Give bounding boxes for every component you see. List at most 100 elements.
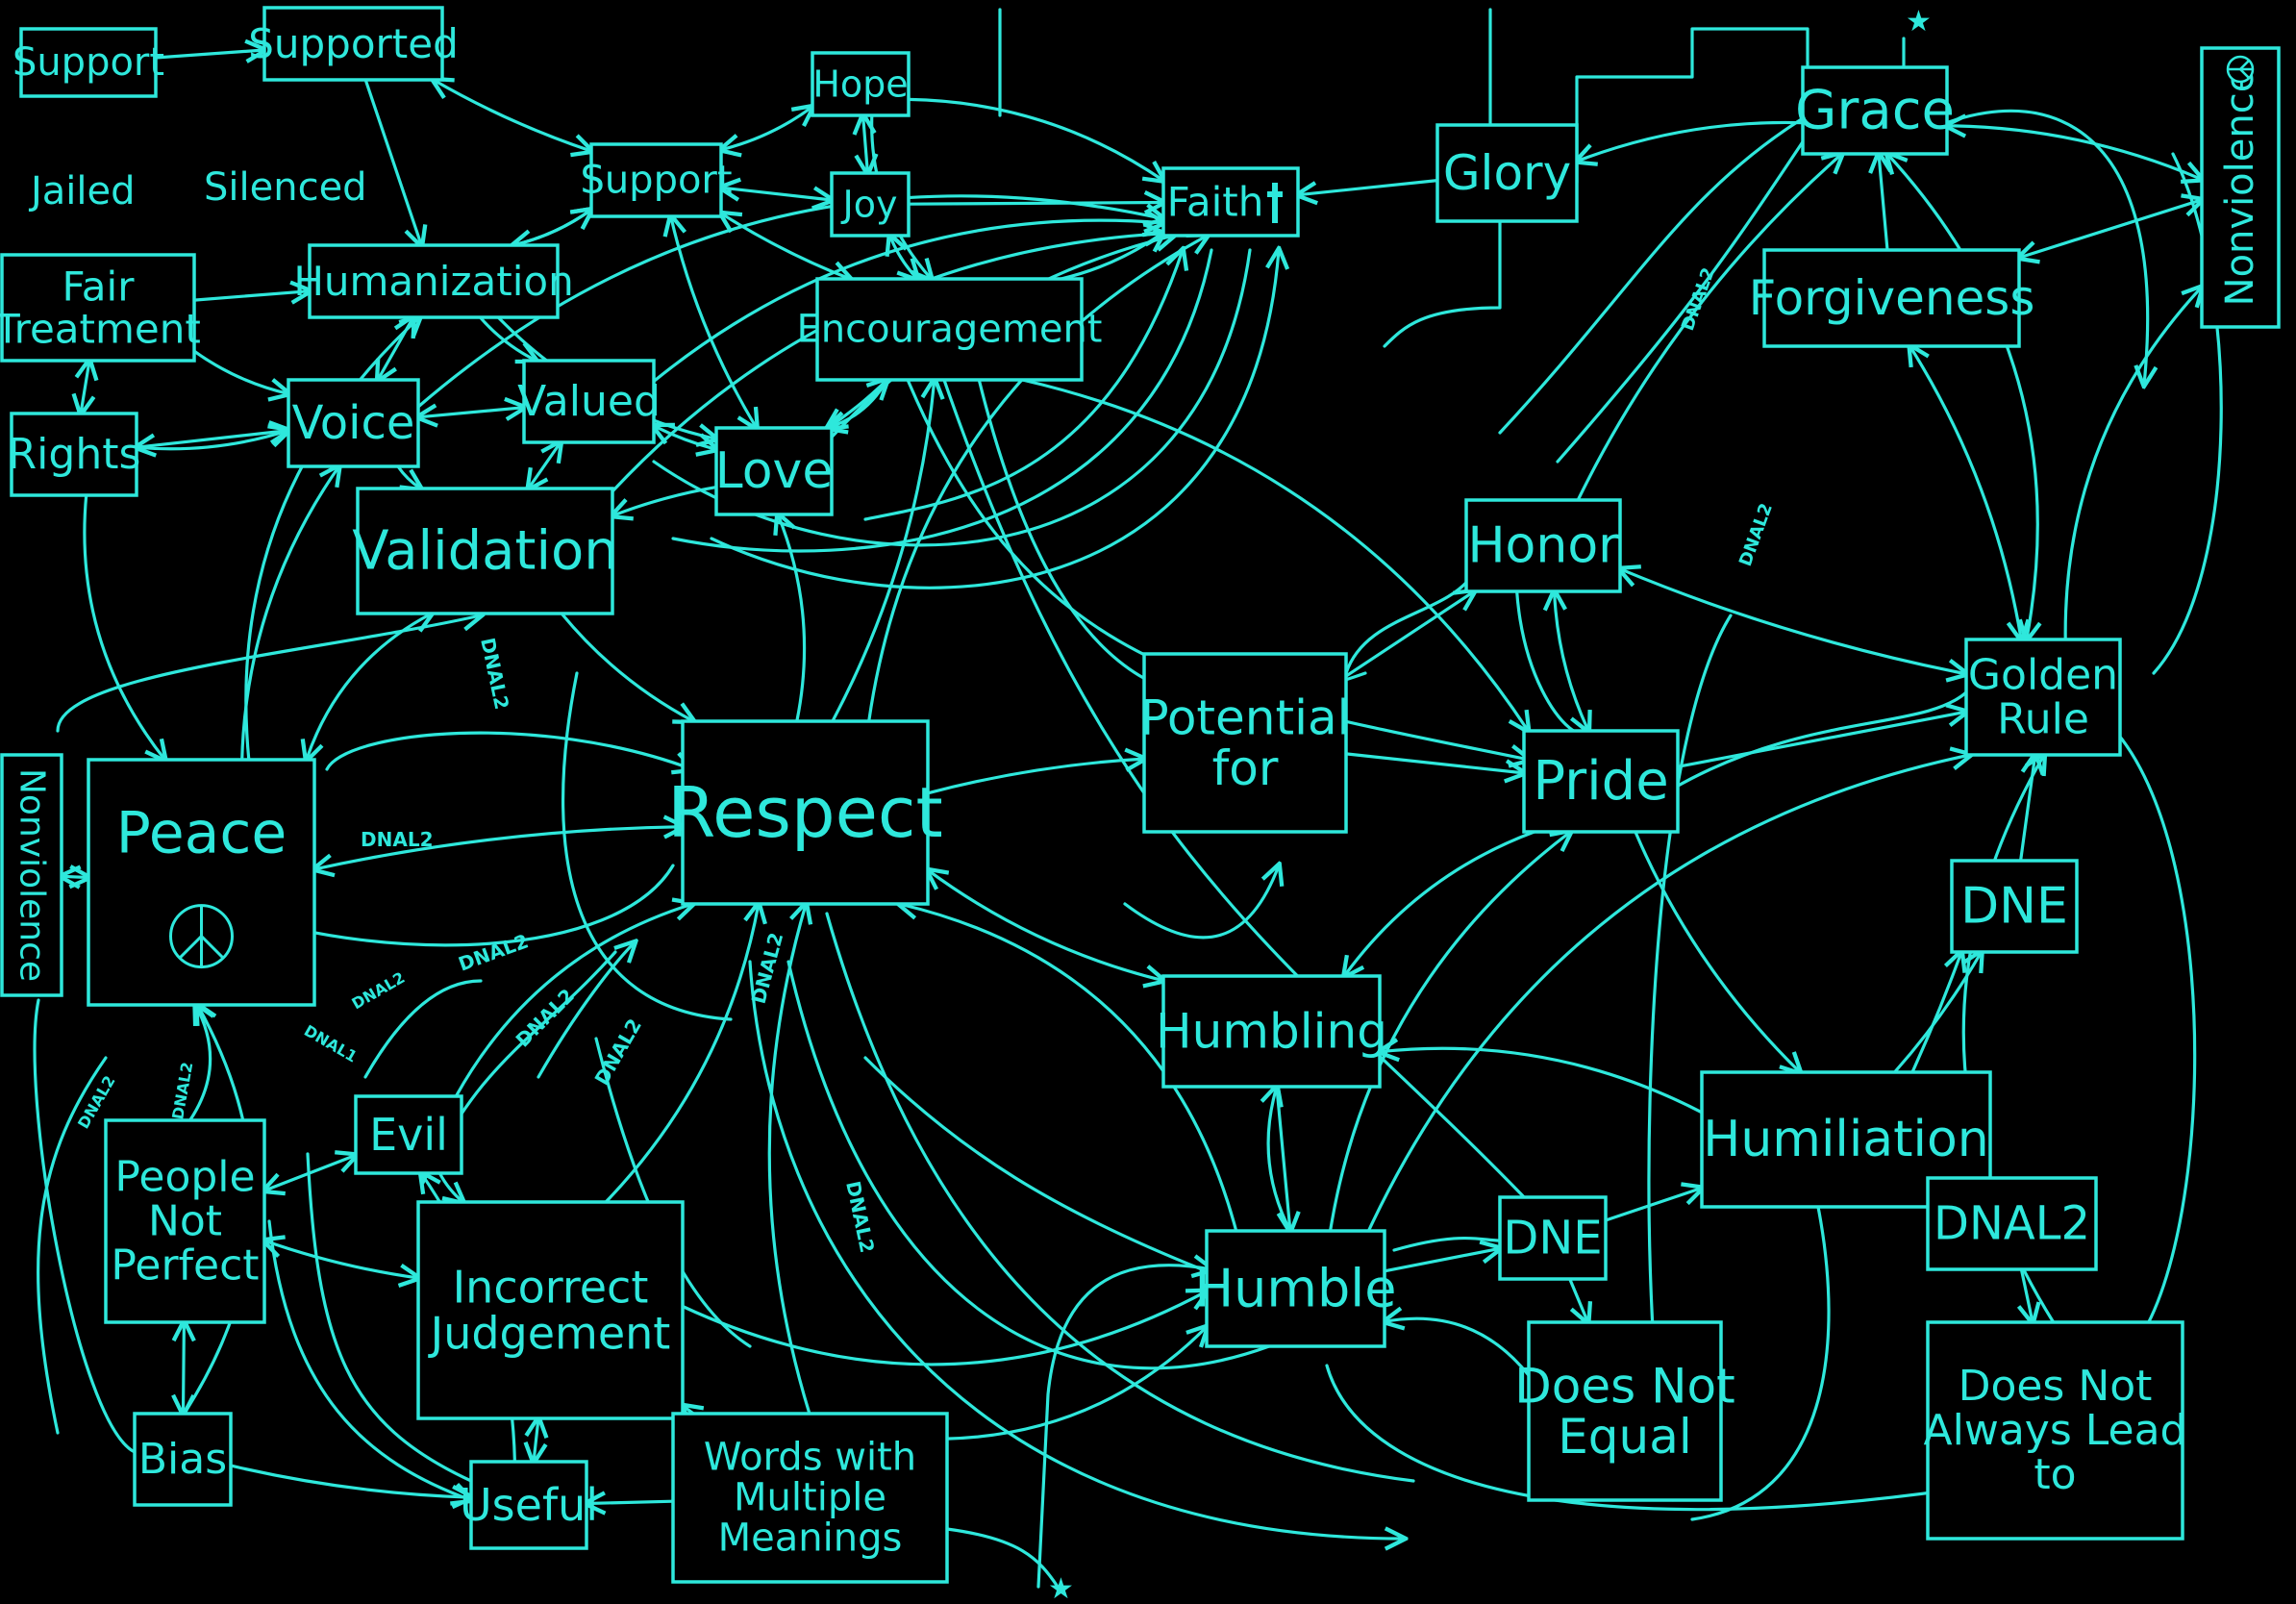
flow-line <box>537 942 635 1079</box>
flow-line <box>1123 865 1279 940</box>
edge-humanization-to-valued <box>478 315 536 361</box>
node-support-top-left: Support <box>12 27 164 98</box>
edge-rights-to-voice <box>135 431 288 451</box>
edge-supported-to-humanization <box>363 78 421 245</box>
edge-fair-treatment-to-rights <box>81 361 89 414</box>
edge-love-to-encouragement <box>828 380 887 428</box>
node-label: DNE <box>1503 1212 1602 1266</box>
node-box <box>1950 859 2079 954</box>
node-label: Rights <box>8 430 141 479</box>
node-box <box>10 412 138 497</box>
node-faith: Faith <box>1161 166 1300 238</box>
node-box <box>1522 729 1680 834</box>
node-voice: Voice <box>287 378 420 468</box>
flow-line <box>1556 133 1809 464</box>
edge-peace-to-respect <box>314 827 683 869</box>
node-box <box>1435 123 1579 223</box>
flow-line <box>267 1219 471 1500</box>
edge-nonviolence-left-to-peace <box>62 876 88 877</box>
node-evil: Evil <box>354 1094 463 1175</box>
node-love: Love <box>714 426 834 516</box>
node-label: Respect <box>667 772 942 853</box>
edge-support-center-to-love <box>671 216 757 428</box>
node-box <box>416 1200 685 1420</box>
node-box <box>1801 65 1949 156</box>
edge-support-center-to-joy <box>721 188 832 200</box>
node-nonviolence-left: Nonviolence <box>0 753 63 997</box>
flow-line <box>1392 1236 1502 1252</box>
node-box <box>2200 46 2281 329</box>
edge-evil-to-respect <box>454 904 692 1098</box>
edge-rights-to-peace <box>83 493 165 760</box>
node-label: Glory <box>1443 145 1571 201</box>
node-box <box>1762 248 2021 348</box>
edge-support-center-to-hope <box>721 107 812 150</box>
node-label: Grace <box>1795 80 1955 142</box>
flow-line <box>945 1527 1060 1589</box>
edge-honor-to-pride <box>1555 591 1589 731</box>
node-humanization: Humanization <box>293 243 574 319</box>
peace-sign-lines <box>2228 59 2253 80</box>
flow-line <box>2152 152 2223 675</box>
edge-golden-rule-to-nonviolence-right <box>2063 287 2202 641</box>
flow-line <box>562 671 733 1021</box>
peace-sign-lines <box>178 905 225 967</box>
node-valued: Valued <box>517 359 661 444</box>
edge-respect-to-humbling <box>928 870 1163 981</box>
edge-humble-to-pride <box>1329 832 1571 1233</box>
flow-line <box>710 250 1279 589</box>
edge-validation-to-peace <box>307 614 432 760</box>
edge-humanization-to-support-center <box>512 210 591 247</box>
node-humble: Humble <box>1195 1229 1397 1348</box>
node-label: DNAL2 <box>1934 1197 2090 1251</box>
flow-line <box>1671 690 1968 790</box>
node-box <box>0 753 63 997</box>
flow-line <box>748 960 1404 1539</box>
edge-support-center-to-humanization <box>513 210 591 245</box>
edge-words-multiple-meanings-to-humble <box>945 1327 1207 1441</box>
node-honor: Honor <box>1464 498 1622 593</box>
edge-dne-mid-to-does-not-equal <box>1568 1277 1588 1322</box>
node-box <box>1926 1176 2098 1271</box>
node-box <box>671 1412 949 1584</box>
edge-golden-rule-to-grace <box>1887 154 2037 639</box>
node-label: Joy <box>841 184 898 226</box>
edge-humiliation-to-dne-right <box>1892 952 1982 1074</box>
edge-hope-to-joy <box>863 115 868 173</box>
flow-line <box>998 8 1906 127</box>
node-label: Support <box>580 159 732 203</box>
edge-valued-to-love <box>654 426 716 450</box>
edge-bias-to-useful <box>229 1464 471 1497</box>
node-encouragement: Encouragement <box>796 277 1103 382</box>
node-label: Voice <box>292 396 415 450</box>
edge-potential-for-to-honor <box>1344 591 1474 678</box>
node-peace: Peace <box>87 758 316 1007</box>
node-joy: Joy <box>830 171 911 238</box>
edge-forgiveness-to-grace <box>1879 154 1887 252</box>
node-label: Humble <box>1195 1259 1397 1319</box>
edge-label-dnal1: DNAL1 <box>301 1021 361 1066</box>
node-dnal2-box: DNAL2 <box>1926 1176 2098 1271</box>
node-label: Nonviolence <box>12 768 52 982</box>
node-grace: Grace <box>1795 65 1955 156</box>
node-validation: Validation <box>352 487 618 615</box>
edge-people-not-perfect-to-peace <box>188 1005 211 1122</box>
node-support-center: Support <box>580 142 733 218</box>
node-box <box>287 378 420 468</box>
node-box <box>1464 498 1622 593</box>
edge-golden-rule-to-forgiveness <box>1910 346 2022 639</box>
node-box <box>681 719 930 906</box>
edge-incorrect-judgement-to-humble <box>681 1291 1207 1366</box>
node-dne-right: DNE <box>1950 859 2079 954</box>
edge-label-dnal2: DNAL2 <box>476 636 513 712</box>
flow-line <box>1036 1266 1211 1589</box>
node-label: DNE <box>1960 878 2068 936</box>
